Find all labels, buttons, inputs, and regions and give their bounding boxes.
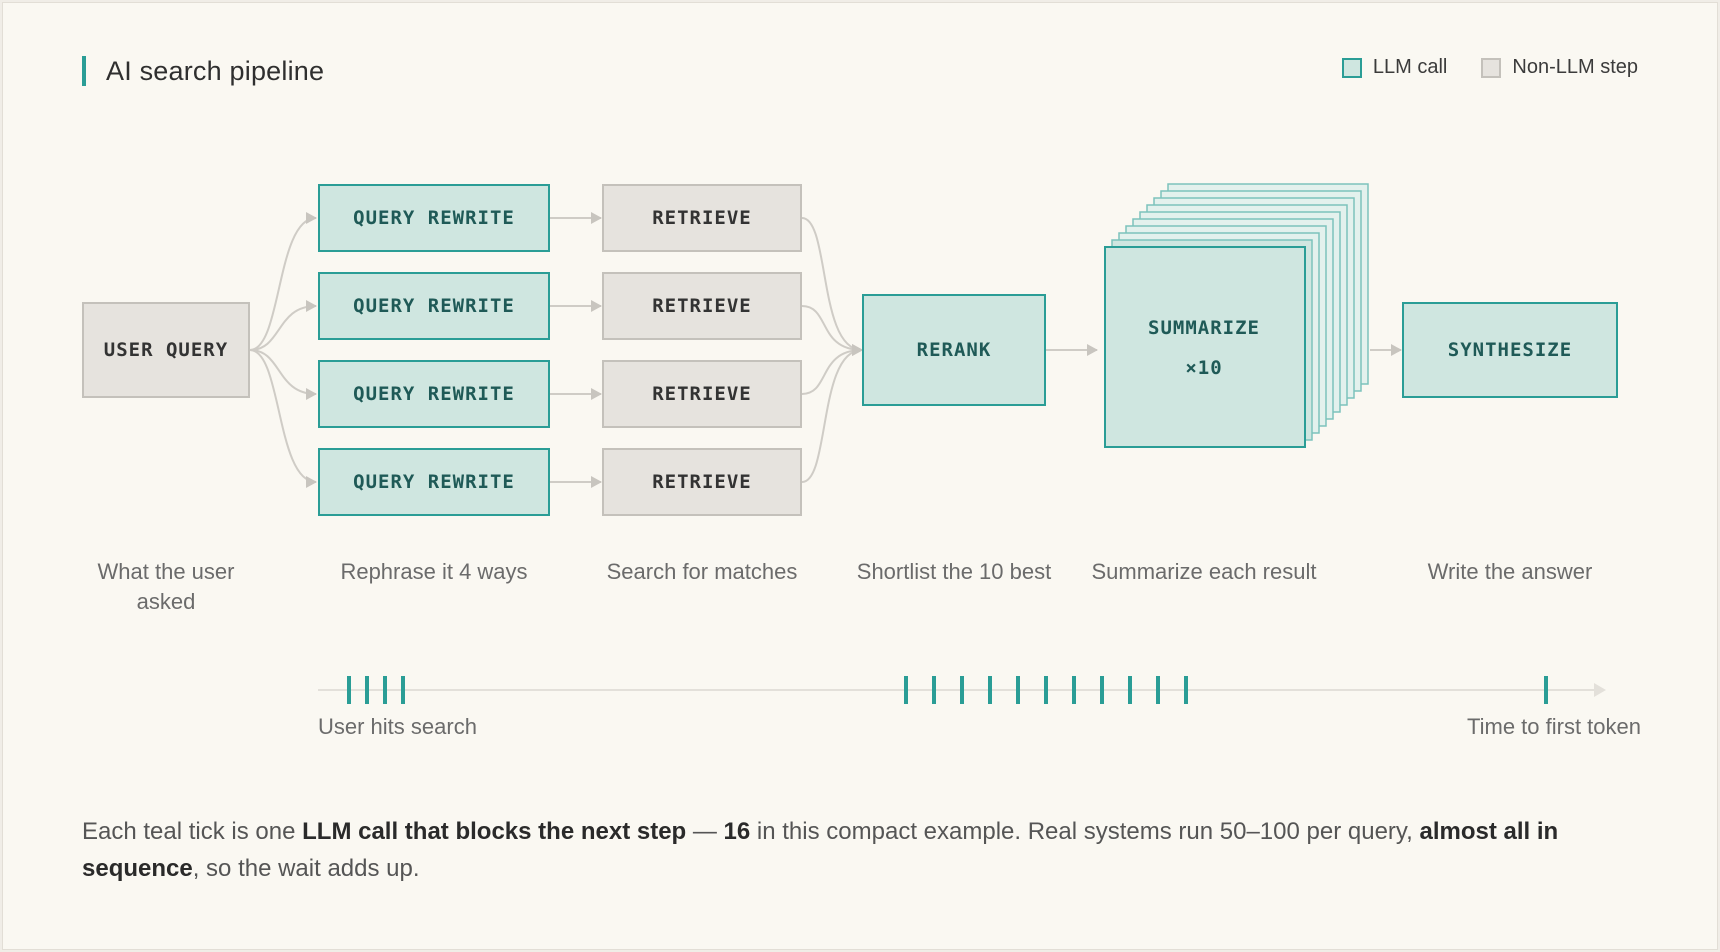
retrieve-label: RETRIEVE xyxy=(652,295,752,317)
fan-out-connector xyxy=(249,212,317,351)
legend-item-llm: LLM call xyxy=(1341,56,1448,79)
query-rewrite-node: QUERY REWRITE xyxy=(318,360,550,428)
user-query-node: USER QUERY xyxy=(82,302,250,398)
footnote-emphasis: LLM call that blocks the next step xyxy=(302,818,687,845)
retrieve-box xyxy=(602,184,802,252)
legend-non-llm-label: Non-LLM step xyxy=(1512,56,1638,78)
query-rewrite-label: QUERY REWRITE xyxy=(353,207,515,229)
query-rewrite-label: QUERY REWRITE xyxy=(353,295,515,317)
rerank-box xyxy=(862,294,1046,406)
legend-item-non-llm: Non-LLM step xyxy=(1481,56,1638,79)
retrieve-node: RETRIEVE xyxy=(602,272,802,340)
caption-user-query: What the user asked xyxy=(97,559,235,614)
retrieve-label: RETRIEVE xyxy=(652,207,752,229)
query-rewrite-box xyxy=(318,184,550,252)
synthesize-label: SYNTHESIZE xyxy=(1448,339,1572,361)
synthesize-node: SYNTHESIZE xyxy=(1402,302,1618,398)
legend: LLM call Non-LLM step xyxy=(1308,56,1638,79)
query-rewrite-node: QUERY REWRITE xyxy=(318,184,550,252)
caption-summarize: Summarize each result xyxy=(1091,559,1317,584)
legend-llm-label: LLM call xyxy=(1372,56,1448,78)
retrieve-box xyxy=(602,360,802,428)
llm-swatch-icon xyxy=(1341,57,1362,78)
user-query-label: USER QUERY xyxy=(104,339,228,361)
retrieve-node: RETRIEVE xyxy=(602,448,802,516)
fan-out-connector xyxy=(249,300,317,351)
timeline xyxy=(318,676,1606,704)
caption-synthesize: Write the answer xyxy=(1427,559,1593,584)
synthesize-box xyxy=(1402,302,1618,398)
footnote-text: in this compact example. Real systems ru… xyxy=(750,818,1420,845)
timeline-arrow-icon xyxy=(1594,683,1606,697)
query-rewrite-box xyxy=(318,448,550,516)
fan-out-connector xyxy=(249,349,317,488)
footnote-emphasis: almost all in sequence xyxy=(82,818,1559,882)
rerank-node: RERANK xyxy=(862,294,1046,406)
footnote-text: , so the wait adds up. xyxy=(192,855,420,882)
page-title: AI search pipeline xyxy=(106,55,325,86)
fan-in-connector xyxy=(801,344,863,483)
caption-rewrite: Rephrase it 4 ways xyxy=(340,559,528,584)
timeline-end-label: Time to first token xyxy=(1466,714,1641,739)
footnote-text: — xyxy=(686,818,724,845)
retrieve-box xyxy=(602,272,802,340)
retrieve-node: RETRIEVE xyxy=(602,360,802,428)
caption-rerank: Shortlist the 10 best xyxy=(856,559,1052,584)
footnote-text: Each teal tick is one xyxy=(82,818,303,845)
fan-out-connector xyxy=(249,349,317,400)
user-query-box xyxy=(82,302,250,398)
footnote-count: 16 xyxy=(723,818,751,845)
title-block: AI search pipeline xyxy=(82,56,324,86)
query-rewrite-node: QUERY REWRITE xyxy=(318,272,550,340)
query-rewrite-label: QUERY REWRITE xyxy=(353,383,515,405)
query-rewrite-box xyxy=(318,360,550,428)
timeline-ticks xyxy=(347,676,1548,704)
summarize-box xyxy=(1104,246,1306,448)
retrieve-node: RETRIEVE xyxy=(602,184,802,252)
footnote: Each teal tick is one LLM call that bloc… xyxy=(82,813,1642,887)
fan-in-connector xyxy=(801,305,863,356)
summarize-label: SUMMARIZE xyxy=(1148,317,1260,339)
caption-retrieve: Search for matches xyxy=(606,559,798,584)
retrieve-box xyxy=(602,448,802,516)
query-rewrite-node: QUERY REWRITE xyxy=(318,448,550,516)
fan-in-connector xyxy=(801,217,863,356)
summarize-stack: SUMMARIZE ×10 xyxy=(1104,183,1369,448)
rerank-label: RERANK xyxy=(917,339,992,361)
timeline-start-label: User hits search xyxy=(318,714,477,739)
connectors xyxy=(249,212,1402,488)
retrieve-label: RETRIEVE xyxy=(652,383,752,405)
query-rewrite-label: QUERY REWRITE xyxy=(353,471,515,493)
non-llm-swatch-icon xyxy=(1481,57,1502,78)
query-rewrite-box xyxy=(318,272,550,340)
fan-in-connector xyxy=(801,344,863,395)
summarize-count: ×10 xyxy=(1185,357,1222,379)
title-accent-bar xyxy=(82,56,86,86)
retrieve-label: RETRIEVE xyxy=(652,471,752,493)
